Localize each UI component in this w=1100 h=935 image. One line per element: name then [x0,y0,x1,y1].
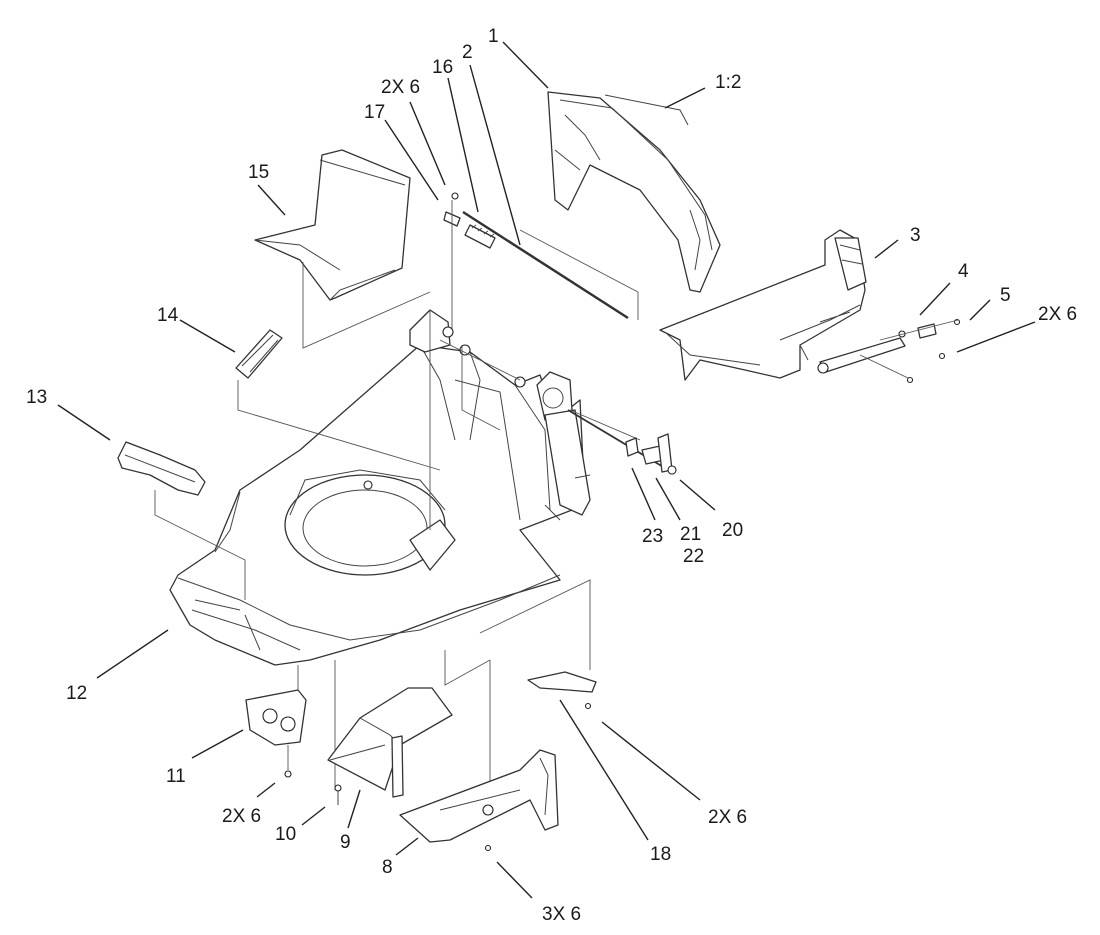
part-spring [464,224,496,249]
part-axle-hardware [567,409,677,475]
assembly-lines [154,310,641,790]
part-baffle [254,149,431,349]
part-deck [169,309,591,666]
callout-11: 11 [166,766,186,787]
part-rear-guard [659,229,867,381]
callout-23: 23 [642,526,663,547]
part-rod [462,210,639,320]
part-bumper-pad [235,329,283,379]
callout-10: 10 [275,824,296,845]
callout-15: 15 [248,162,269,183]
callout-1-2: 1:2 [715,72,741,93]
part-screw-17 [443,192,461,330]
callout-labels: 1 1:2 2 2X 6 16 17 15 3 4 5 2X 6 14 13 2… [26,26,1077,925]
callout-2x6-top: 2X 6 [381,77,420,98]
callout-21: 21 [680,524,701,545]
part-spacer [879,318,961,360]
callout-2x6-right: 2X 6 [1038,304,1077,325]
part-handle-bracket [117,441,206,496]
callout-18: 18 [650,844,671,865]
callout-13: 13 [26,387,47,408]
callout-9: 9 [340,832,351,853]
part-chute [327,687,453,805]
part-axle [817,337,914,384]
part-skirt-plate [245,689,307,778]
callout-2x6-bottom: 2X 6 [708,807,747,828]
callout-12: 12 [66,683,87,704]
callout-2x6-left: 2X 6 [222,806,261,827]
callout-2: 2 [462,42,473,63]
callout-4: 4 [958,261,969,282]
callout-17: 17 [364,102,385,123]
part-lower-plate [399,749,559,852]
callout-3: 3 [910,225,921,246]
callout-14: 14 [157,305,179,326]
part-rear-door [547,91,721,293]
callout-3x6: 3X 6 [542,904,581,925]
callout-8: 8 [382,857,393,878]
leader-lines [57,41,1036,899]
callout-20: 20 [722,520,743,541]
callout-16: 16 [432,57,453,78]
callout-22: 22 [683,546,704,567]
callout-1: 1 [488,26,499,47]
callout-5: 5 [1000,285,1011,306]
part-small-bracket [527,671,597,710]
